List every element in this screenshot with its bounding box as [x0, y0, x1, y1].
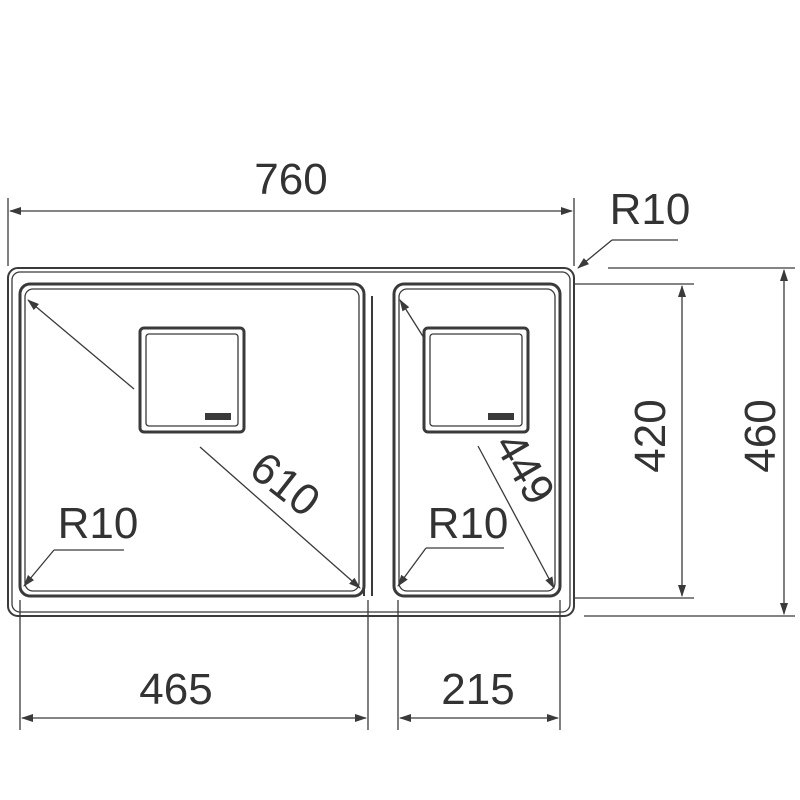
dim-left-width: 465 — [19, 600, 369, 730]
bowl-divider — [363, 296, 373, 596]
dim-420-label: 420 — [626, 399, 675, 472]
dim-corner-radius: R10 — [577, 185, 691, 269]
dim-inner-height: 420 — [574, 283, 694, 599]
dim-465-label: 465 — [139, 665, 212, 714]
dim-overall-width: 760 — [7, 155, 575, 266]
left-bowl — [18, 282, 366, 598]
dim-r10-left-label: R10 — [58, 499, 139, 548]
dim-r10-right-label: R10 — [428, 499, 509, 548]
dim-right-radius: R10 — [397, 499, 509, 587]
right-bowl — [392, 282, 562, 598]
dim-215-label: 215 — [441, 665, 514, 714]
dim-460-label: 460 — [736, 399, 785, 472]
dim-760-label: 760 — [254, 155, 327, 204]
dim-right-width: 215 — [397, 600, 561, 730]
left-drain-icon — [138, 326, 246, 434]
right-drain-icon — [422, 326, 530, 434]
dim-left-radius: R10 — [23, 499, 139, 587]
sink-outline — [7, 267, 575, 617]
dim-r10-top-label: R10 — [610, 185, 691, 234]
dim-610-label: 610 — [241, 443, 329, 527]
dim-overall-height: 460 — [584, 267, 795, 617]
